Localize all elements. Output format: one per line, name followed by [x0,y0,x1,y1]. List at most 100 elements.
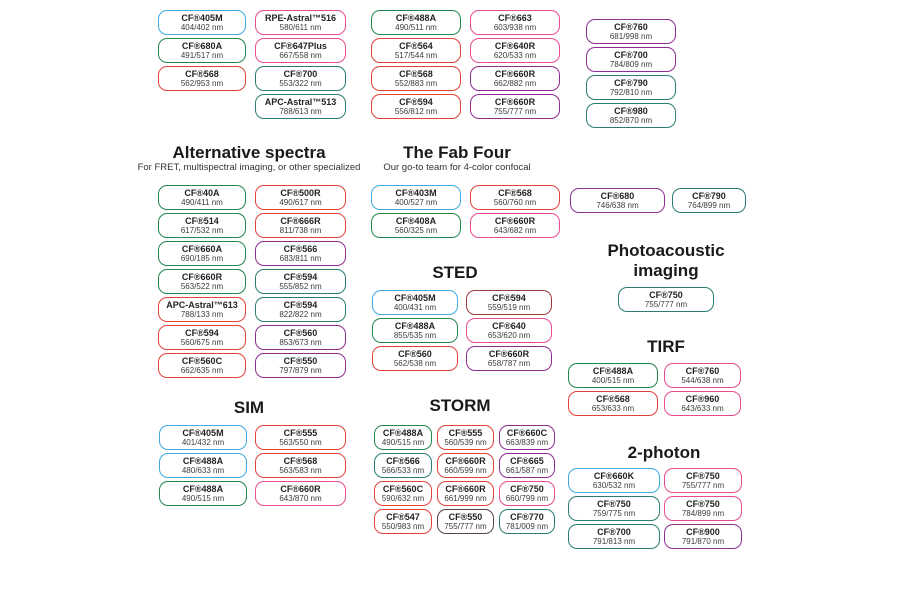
dye-name: CF®760 [614,21,648,32]
dye-wavelengths: 788/613 nm [279,107,322,117]
dye-wavelengths: 400/515 nm [591,376,635,386]
dye-name: CF®594 [283,299,318,310]
dye-wavelengths: 681/998 nm [609,32,653,42]
dye-wavelengths: 643/633 nm [681,404,724,414]
dye-wavelengths: 562/538 nm [393,359,437,369]
dye-wavelengths: 563/522 nm [180,282,224,292]
section-title-tirf: TIRF [647,337,685,356]
dye-wavelengths: 784/899 nm [681,509,725,519]
dye-wavelengths: 660/599 nm [444,466,487,476]
dye-wavelengths: 552/883 nm [394,79,438,89]
section-title-sim: SIM [233,398,265,417]
dye-wavelengths: 658/787 nm [487,359,531,369]
dye-name: CF®790 [614,77,648,88]
dye-name: CF®665 [510,455,544,466]
dye-name: CF®980 [614,105,648,116]
dye-wavelengths: 553/322 nm [279,79,322,89]
dye-name: CF®550 [448,511,483,522]
dye-name: CF®660R [488,348,530,359]
dye-wavelengths: 630/532 nm [592,481,636,491]
dye-name: CF®680A [181,40,223,51]
dye-wavelengths: 480/633 nm [181,466,225,476]
dye-wavelengths: 662/882 nm [493,79,537,89]
dye-name: CF®660R [494,96,536,107]
dye-wavelengths: 563/583 nm [279,466,322,476]
dye-name: APC-Astral™513 [264,96,337,107]
dye-name: CF®568 [498,187,532,198]
dye-wavelengths: 653/633 nm [591,404,635,414]
dye-wavelengths: 560/760 nm [493,198,537,208]
dye-name: CF®560 [283,327,318,338]
dye-wavelengths: 550/983 nm [381,522,425,532]
dye-wavelengths: 562/953 nm [180,79,224,89]
dye-wavelengths: 855/535 nm [393,331,437,341]
dye-wavelengths: 791/870 nm [681,537,725,547]
dye-wavelengths: 797/879 nm [279,366,322,376]
dye-wavelengths: 661/999 nm [444,494,487,504]
dye-name: CF®660R [445,455,486,466]
dye-name: CF®408A [395,215,437,226]
dye-name: CF®405M [182,427,224,438]
dye-wavelengths: 517/544 nm [394,51,438,61]
dye-name: CF®566 [283,243,318,254]
dye-name: CF®560C [382,483,424,494]
dye-name: CF®680 [600,190,635,201]
dye-wavelengths: 490/511 nm [395,23,437,33]
dye-wavelengths: 661/587 nm [505,466,549,476]
dye-name: CF®560 [398,348,432,359]
dye-name: CF®488A [395,12,437,23]
dye-name: APC-Astral™613 [166,299,238,310]
dye-wavelengths: 667/558 nm [279,51,322,61]
dye-name: CF®594 [399,96,433,107]
dye-name: CF®750 [649,289,683,300]
dye-name: CF®568 [283,455,318,466]
dye-wavelengths: 560/539 nm [444,438,487,448]
dye-wavelengths: 555/852 nm [279,282,322,292]
dye-name: CF®500R [280,187,321,198]
dye-name: CF®405M [394,292,436,303]
section-title-storm: STORM [429,396,491,415]
section-title-photoacoustic: Photoacoustic imaging [607,241,725,280]
